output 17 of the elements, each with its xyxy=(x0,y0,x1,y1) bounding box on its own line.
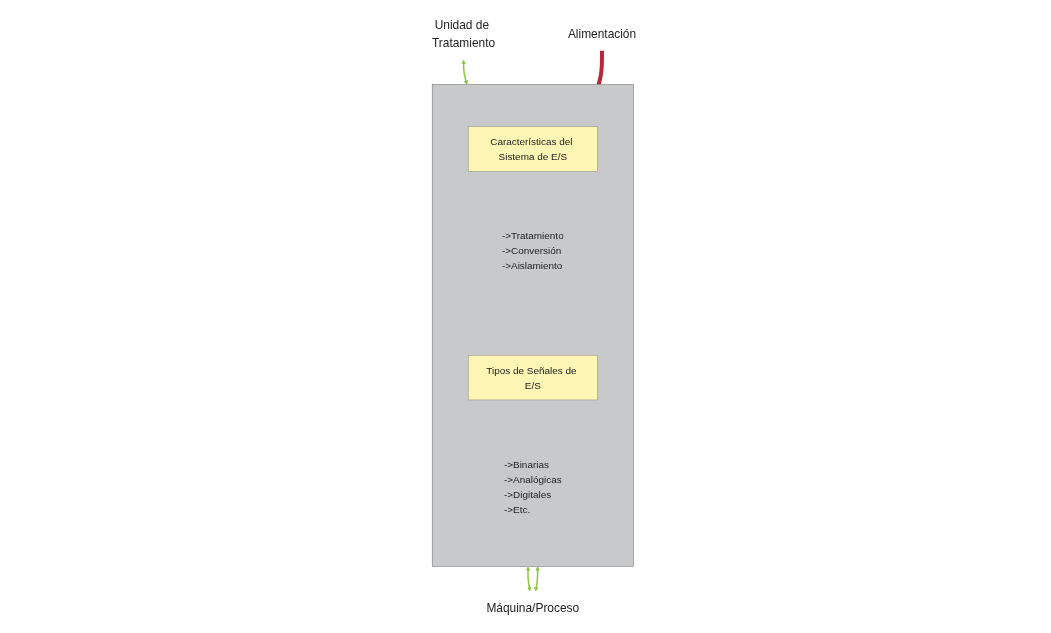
node-box: Características del Sistema de E/S xyxy=(468,126,599,172)
node-label: ->Analógicas xyxy=(504,473,563,485)
arrow xyxy=(534,566,541,592)
node-label: ->Conversión xyxy=(502,245,562,257)
node-box: Tipos de Señales de E/S xyxy=(468,355,599,401)
node-label: ->Binarias xyxy=(504,459,550,470)
cluster xyxy=(432,84,635,567)
node-text: Alimentación xyxy=(568,27,637,41)
node-label: ->Etc. xyxy=(504,503,531,515)
arrow xyxy=(526,566,532,592)
node-label: ->Tratamiento xyxy=(502,230,565,242)
node-label: ->Digitales xyxy=(504,488,552,500)
arrow xyxy=(461,59,469,85)
node-text: Máquina/Proceso xyxy=(486,600,580,615)
node-label: ->Aislamiento xyxy=(502,260,563,272)
node-text: Unidad de Tratamiento xyxy=(432,18,496,50)
connector xyxy=(597,50,605,86)
